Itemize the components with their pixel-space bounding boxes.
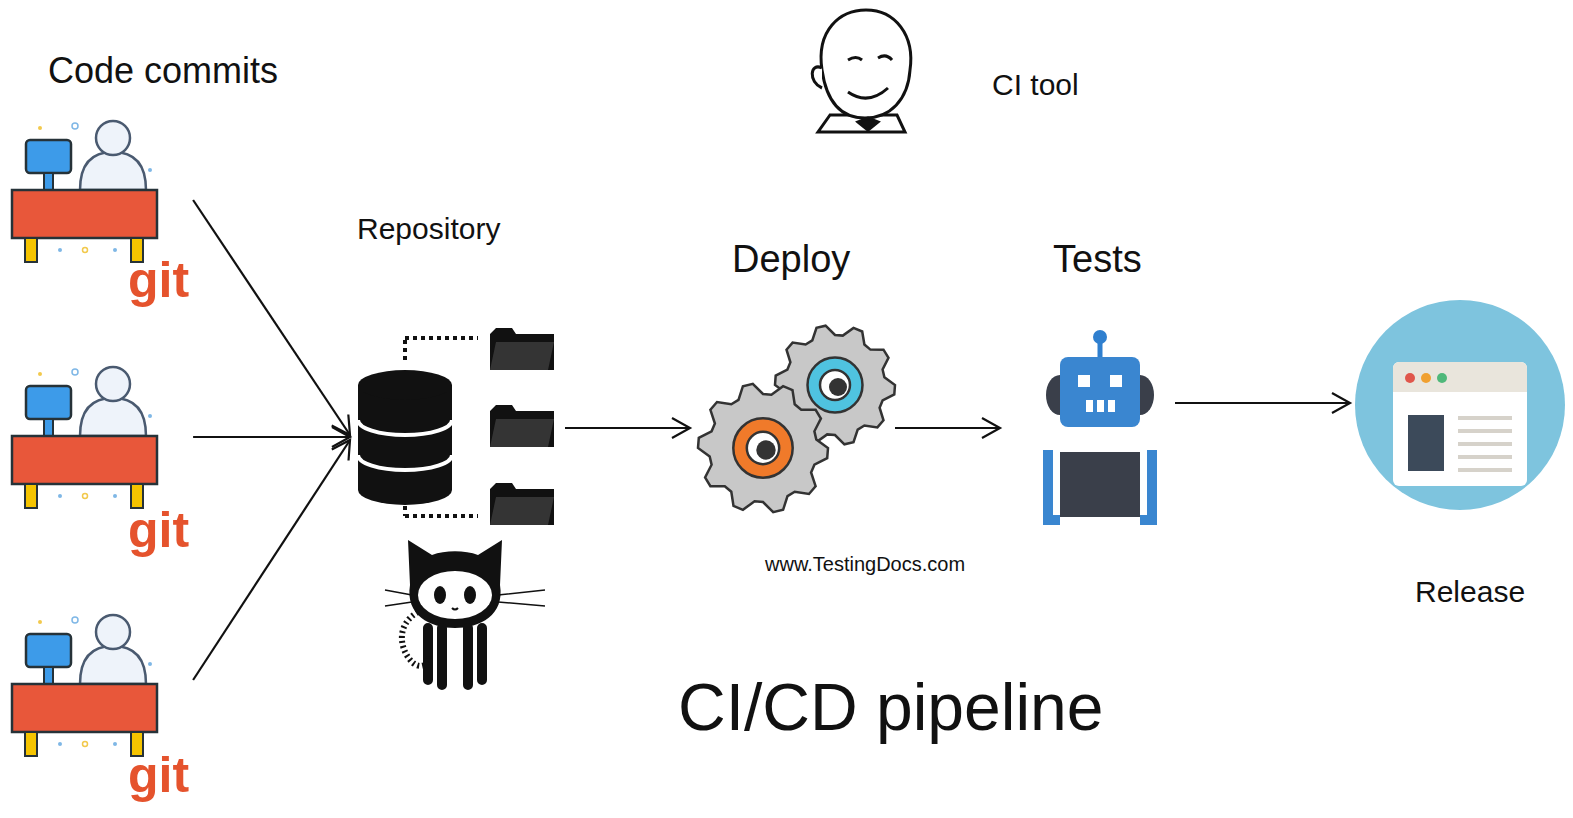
release-box: Release [1350, 295, 1568, 620]
node-label: Repository [357, 212, 500, 247]
flow-arrow [193, 440, 350, 680]
repository-box: Repository [350, 205, 565, 695]
developer-box: git [10, 360, 193, 570]
node-label: Deploy [732, 238, 850, 282]
diagram-title: CI/CD pipeline [678, 670, 1104, 746]
git-logo-text: git [128, 255, 189, 305]
node-label: Release [1415, 575, 1525, 610]
release-icon [1355, 300, 1565, 510]
flow-arrow [193, 200, 350, 435]
gear [698, 384, 828, 512]
folder-icon [490, 328, 554, 370]
node-label: Tests [1053, 238, 1142, 282]
developer-box: git [10, 608, 193, 814]
jenkins-icon [812, 10, 911, 132]
robot-icon [1043, 330, 1157, 525]
flow-arrow [1175, 402, 1350, 404]
tool-label: CI tool [992, 68, 1079, 103]
developer-box: git [10, 115, 193, 320]
developer-icon [12, 615, 157, 756]
gears-icon [698, 326, 895, 513]
git-logo-text: git [128, 505, 189, 555]
folder-icon [490, 483, 554, 525]
tests-box: Tests [1000, 232, 1175, 532]
flow-arrow [565, 427, 690, 429]
deploy-box: Deploy [690, 232, 895, 512]
git-logo-text: git [128, 750, 189, 800]
flow-arrow [895, 427, 1000, 429]
section-label: Code commits [48, 50, 278, 91]
developer-icon [12, 367, 157, 508]
watermark: www.TestingDocs.com [765, 553, 965, 576]
developer-icon [12, 121, 157, 262]
database-icon [358, 338, 478, 516]
flow-arrow [193, 436, 350, 438]
octocat-icon [385, 540, 545, 685]
folder-icon [490, 405, 554, 447]
